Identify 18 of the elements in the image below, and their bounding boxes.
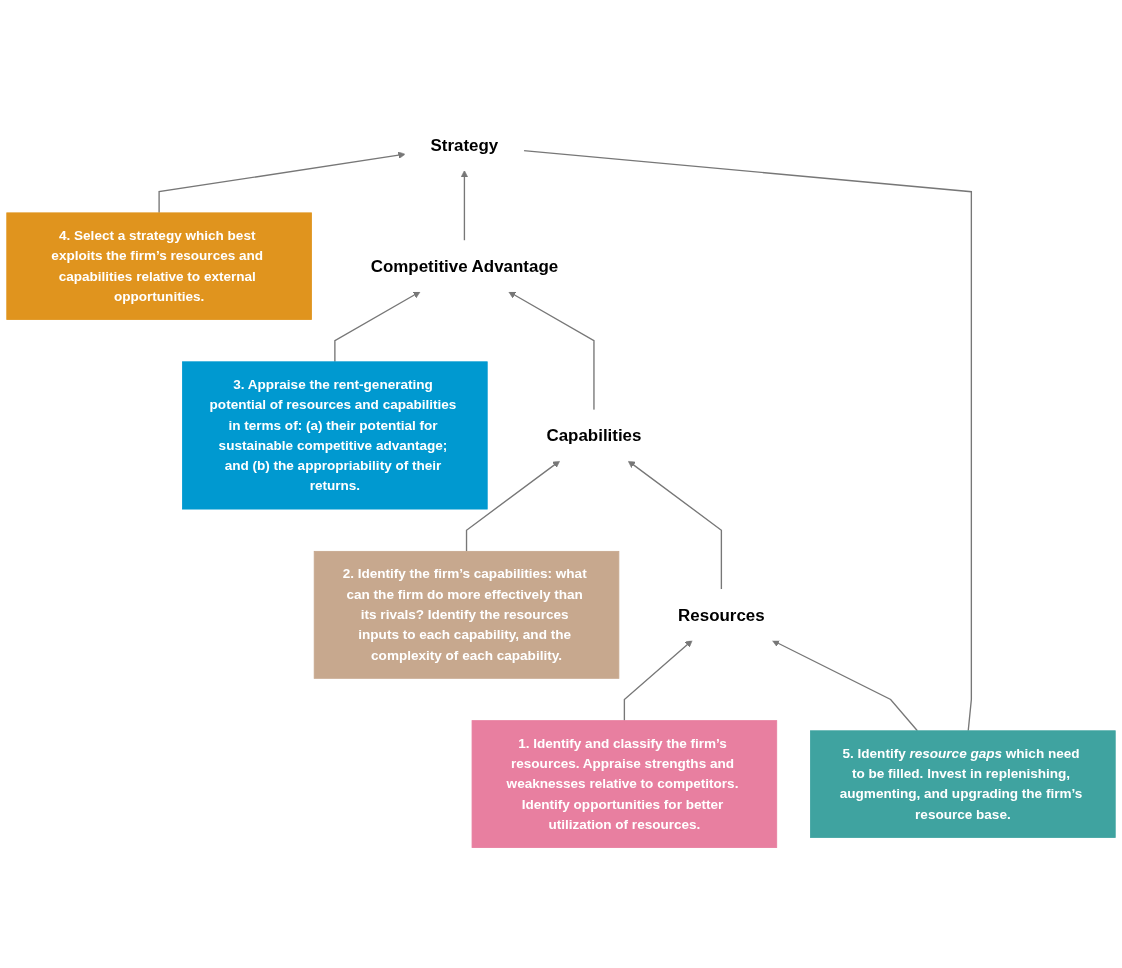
node-box: 3. Appraise the rent-generating potential of resources and capabilities in terms of: (a) their potential for sustainable competitive advantage; and (b) the appropriability of their returns. — [182, 361, 488, 510]
arrow — [460, 170, 469, 242]
node-box: 1. Identify and classify the firm’s resources. Appraise strengths and weaknesses relative to competitors. Identify opportunities for better utilization of resources. — [471, 720, 778, 849]
connector — [523, 150, 973, 732]
node-text: Competitive Advantage — [370, 257, 559, 276]
arrow — [627, 460, 723, 591]
node-box: 4. Select a strategy which best exploits the firm’s resources and capabilities relative to external opportunities. — [6, 212, 312, 321]
arrow — [465, 460, 561, 553]
node-text: Resources — [678, 605, 765, 625]
arrow — [508, 291, 595, 412]
node-box: 2. Identify the firm’s capabilities: what can the firm do more effectively than its rivals? Identify the resources inputs to each capability, and the complexity of each capability. — [313, 551, 620, 680]
arrow — [158, 151, 406, 214]
node-text: Strategy — [430, 136, 499, 155]
arrow — [334, 291, 421, 363]
node-text: Capabilities — [546, 426, 642, 446]
arrow — [623, 640, 693, 722]
arrow — [771, 640, 919, 732]
node-box: 5. Identify resource gaps which need to be filled. Invest in replenishing, augmenting, and upgrading the firm’s resource base. — [810, 730, 1116, 839]
